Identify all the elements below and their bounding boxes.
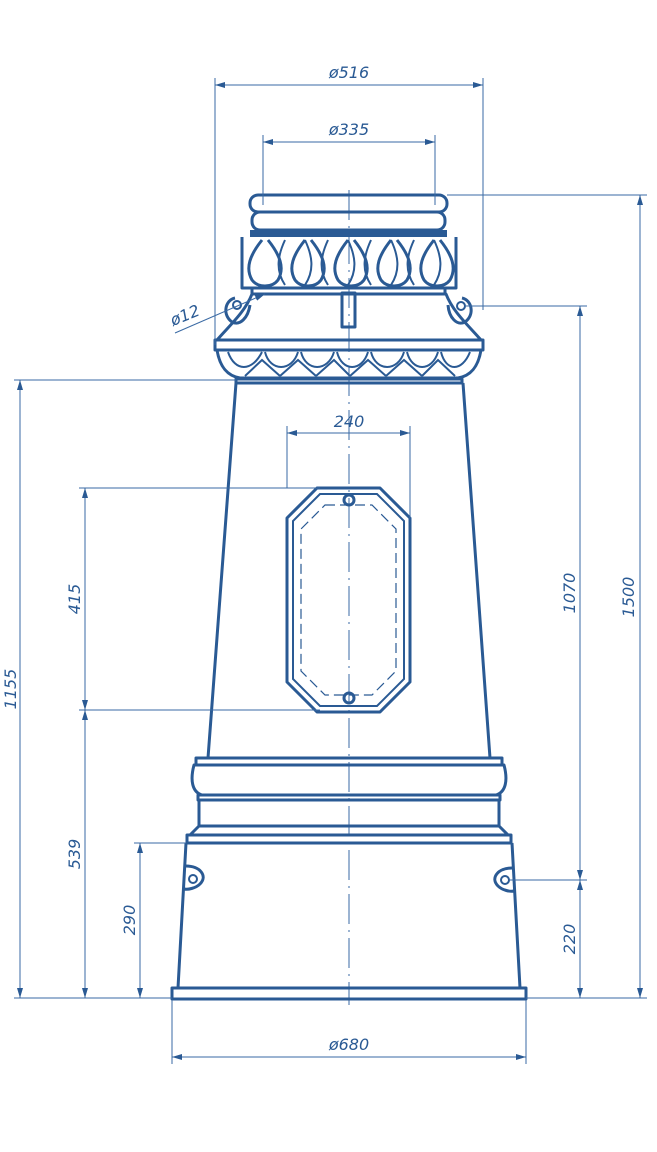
dim-220: 220 (560, 924, 579, 955)
access-door (285, 486, 412, 714)
dim-base-diameter: ø680 (328, 1035, 369, 1054)
dim-415: 415 (65, 584, 84, 615)
dim-top-inner: ø335 (328, 120, 369, 139)
left-base-ear (183, 864, 205, 891)
base-collar (185, 756, 513, 845)
dim-1500: 1500 (619, 577, 638, 618)
dim-1070: 1070 (560, 573, 579, 614)
dimensions: ø516 ø335 ø12 240 1155 415 539 290 1070 (1, 63, 647, 1064)
base-plate (170, 986, 528, 1001)
left-ear (224, 296, 252, 325)
dim-290: 290 (120, 905, 139, 936)
dim-top-outer: ø516 (328, 63, 369, 82)
dim-1155: 1155 (1, 669, 20, 710)
hole-icon (232, 300, 242, 310)
screw-icon (342, 691, 356, 705)
dim-hole: ø12 (166, 301, 202, 330)
dim-door-width: 240 (334, 412, 365, 431)
right-base-ear (493, 866, 515, 893)
right-ear (446, 296, 473, 325)
slot (340, 291, 357, 329)
dim-539: 539 (65, 839, 84, 870)
screw-icon (342, 493, 356, 507)
top-cap (213, 193, 485, 385)
hole-icon (456, 301, 466, 311)
